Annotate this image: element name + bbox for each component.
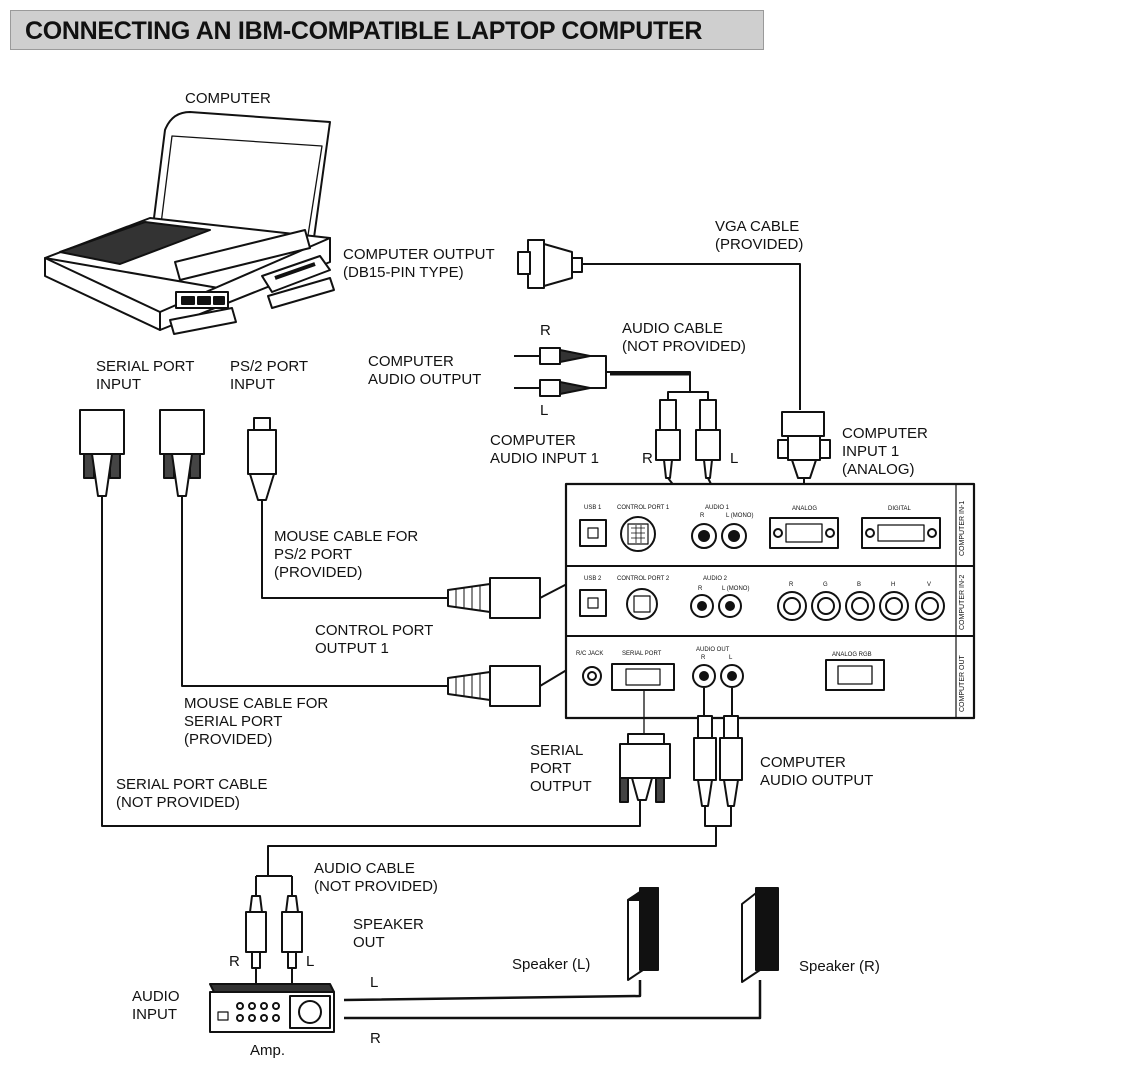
audio-input-label: AUDIO INPUT	[132, 988, 180, 1023]
line-r-label: R	[370, 1030, 381, 1047]
usb2-label: USB 2	[584, 576, 602, 582]
control-port-output-label: CONTROL PORT OUTPUT 1	[315, 622, 434, 657]
rca-plugs-audio-out-icon	[267, 688, 743, 876]
control-port-2-label: CONTROL PORT 2	[617, 576, 670, 582]
computer-in-1-label: COMPUTER IN-1	[959, 500, 966, 556]
r-mid-label: R	[642, 450, 653, 467]
rca-plugs-amp-icon	[245, 875, 303, 984]
rc-jack-label: R/C JACK	[576, 651, 604, 657]
vga-plug-icon	[517, 239, 583, 289]
serial-port-output-label: SERIAL PORT OUTPUT	[530, 742, 592, 795]
computer-output-label: COMPUTER OUTPUT (DB15-PIN TYPE)	[343, 246, 495, 281]
computer-out-label: COMPUTER OUT	[959, 655, 966, 712]
audio-2-l-label: L (MONO)	[722, 586, 750, 592]
vga-cable-label: VGA CABLE (PROVIDED)	[715, 218, 804, 253]
audio-1-l-label: L (MONO)	[726, 513, 754, 519]
audio-1-r-label: R	[700, 513, 705, 519]
rca-plugs-top-icon	[514, 347, 709, 400]
r-top-label: R	[540, 322, 551, 339]
rca-plugs-audio1-icon	[655, 399, 731, 523]
mouse-cable-serial-label: MOUSE CABLE FOR SERIAL PORT (PROVIDED)	[184, 695, 329, 748]
audio-2-r-label: R	[698, 586, 703, 592]
bnc-r-label: R	[789, 582, 794, 588]
title-bar: CONNECTING AN IBM-COMPATIBLE LAPTOP COMP…	[10, 10, 764, 50]
serial-plug-2-icon	[159, 409, 205, 497]
ps2-plug-icon	[247, 417, 277, 501]
serial-port-input-label: SERIAL PORT INPUT	[96, 358, 195, 393]
speaker-out-label: SPEAKER OUT	[353, 916, 424, 951]
analog-label: ANALOG	[792, 506, 818, 512]
terminal-panel	[564, 482, 976, 720]
audio-cable-top-label: AUDIO CABLE (NOT PROVIDED)	[622, 320, 746, 355]
serial-port-panel-label: SERIAL PORT	[622, 651, 662, 657]
speaker-right-icon	[741, 887, 779, 983]
serial-port-cable-label: SERIAL PORT CABLE (NOT PROVIDED)	[116, 776, 268, 811]
audio-out-r-label: R	[701, 655, 706, 661]
bnc-h-label: H	[891, 582, 896, 588]
serial-plug-1-icon	[79, 409, 125, 497]
ps2-port-input-label: PS/2 PORT INPUT	[230, 358, 309, 393]
computer-in-2-label: COMPUTER IN-2	[959, 574, 966, 630]
r-amp-label: R	[229, 953, 240, 970]
l-amp-label: L	[306, 953, 315, 970]
audio-1-label: AUDIO 1	[705, 505, 730, 511]
computer-audio-output-bottom-label: COMPUTER AUDIO OUTPUT	[760, 754, 874, 789]
l-mid-label: L	[730, 450, 739, 467]
audio-out-label: AUDIO OUT	[696, 647, 730, 653]
analog-rgb-label: ANALOG RGB	[832, 652, 872, 658]
l-top-label: L	[540, 402, 549, 419]
computer-label: COMPUTER	[185, 90, 271, 107]
computer-input-1-label: COMPUTER INPUT 1 (ANALOG)	[842, 425, 928, 478]
digital-label: DIGITAL	[888, 506, 911, 512]
serial-plug-output-icon	[619, 733, 671, 803]
page-title: CONNECTING AN IBM-COMPATIBLE LAPTOP COMP…	[25, 17, 703, 45]
amplifier-icon	[209, 983, 335, 1033]
speaker-r-label: Speaker (R)	[799, 958, 880, 975]
audio-out-l-label: L	[729, 655, 733, 661]
amp-label: Amp.	[250, 1042, 286, 1059]
usb1-label: USB 1	[584, 505, 602, 511]
bnc-v-label: V	[927, 582, 932, 588]
speaker-l-label: Speaker (L)	[512, 956, 591, 973]
laptop-computer-icon	[44, 111, 335, 335]
audio-cable-bottom-label: AUDIO CABLE (NOT PROVIDED)	[314, 860, 438, 895]
speaker-left-icon	[627, 887, 659, 981]
bnc-g-label: G	[823, 582, 828, 588]
mouse-cable-ps2-label: MOUSE CABLE FOR PS/2 PORT (PROVIDED)	[274, 528, 419, 581]
bnc-b-label: B	[857, 582, 862, 588]
line-l-label: L	[370, 974, 379, 991]
computer-audio-input-label: COMPUTER AUDIO INPUT 1	[490, 432, 599, 467]
audio-2-label: AUDIO 2	[703, 576, 728, 582]
computer-audio-output-top-label: COMPUTER AUDIO OUTPUT	[368, 353, 482, 388]
control-port-1-label: CONTROL PORT 1	[617, 505, 670, 511]
